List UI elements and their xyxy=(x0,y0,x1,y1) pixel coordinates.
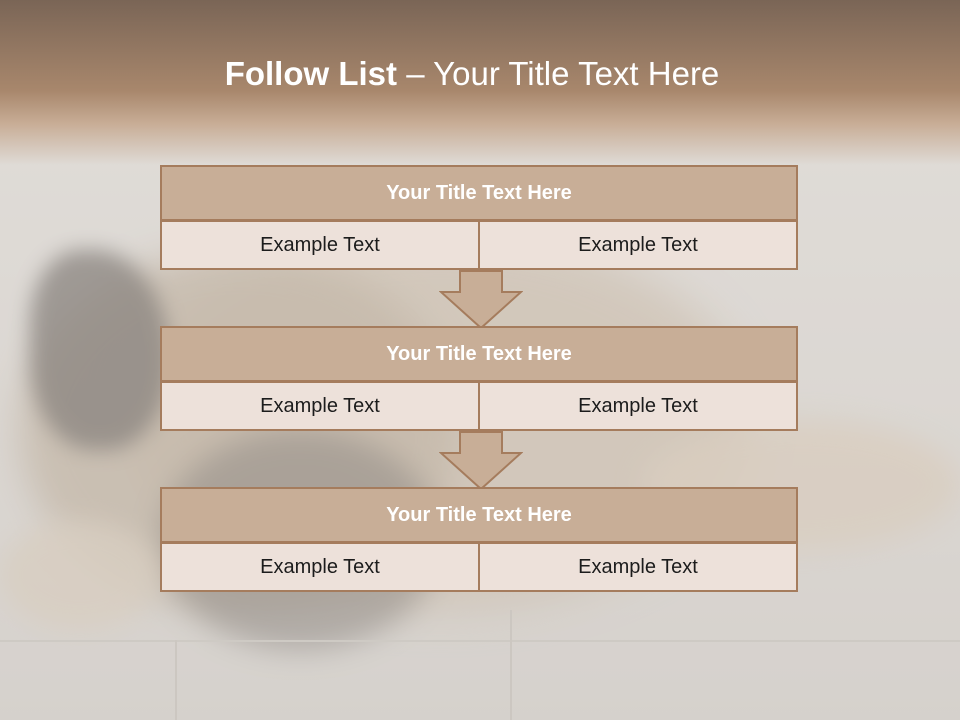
step-cell-right: Example Text xyxy=(478,381,798,431)
step-cell-left: Example Text xyxy=(160,381,480,431)
step-block-1: Your Title Text Here Example Text Exampl… xyxy=(160,165,800,270)
step-cell-right: Example Text xyxy=(478,220,798,270)
title-bold: Follow List xyxy=(224,55,398,92)
title-rest: – Your Title Text Here xyxy=(397,55,720,92)
step-title: Your Title Text Here xyxy=(160,326,798,382)
slide-title: Follow List – Your Title Text Here xyxy=(0,55,944,93)
step-block-2: Your Title Text Here Example Text Exampl… xyxy=(160,326,800,431)
step-title: Your Title Text Here xyxy=(160,165,798,221)
header-band xyxy=(0,0,960,165)
down-arrow-icon xyxy=(439,431,523,491)
step-title: Your Title Text Here xyxy=(160,487,798,543)
step-cell-right: Example Text xyxy=(478,542,798,592)
down-arrow-icon xyxy=(439,270,523,330)
step-block-3: Your Title Text Here Example Text Exampl… xyxy=(160,487,800,592)
step-cell-left: Example Text xyxy=(160,542,480,592)
step-cell-left: Example Text xyxy=(160,220,480,270)
